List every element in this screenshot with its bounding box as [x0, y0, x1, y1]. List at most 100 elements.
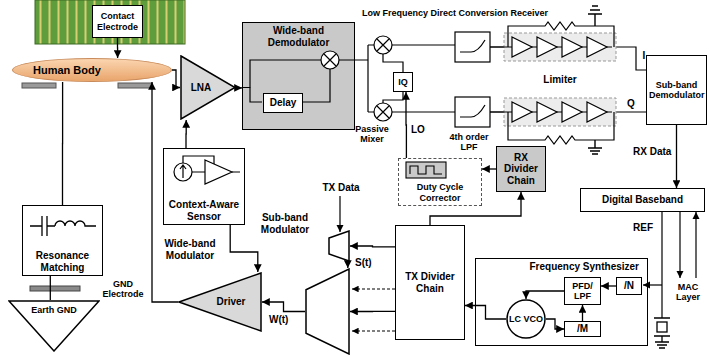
divider-m-box: /M: [564, 321, 601, 337]
signal-label: I: [639, 50, 649, 62]
pfd-box: PFD/ LPF: [564, 277, 601, 305]
node-text: Contact Electrode: [95, 11, 140, 32]
resonance-symbol: [30, 216, 96, 236]
edge-label: S(t): [354, 257, 373, 269]
baseband-box: Digital Baseband: [580, 188, 705, 212]
divider-box: TX Divider Chain: [395, 225, 465, 340]
signal-label: Limiter: [535, 74, 585, 86]
demodulator-block: Wide-band DemodulatorDelay: [242, 22, 355, 130]
node-text: PFD/ LPF: [567, 281, 598, 302]
modulator-mux-outline: [328, 230, 350, 262]
sensor-box: Context-Aware Sensor: [163, 148, 245, 225]
duty-cycle-symbol: [406, 162, 446, 178]
vco-circle: LC VCO: [506, 299, 546, 339]
earth-ground-shape: [9, 301, 99, 351]
edge-label: LO: [410, 124, 426, 136]
signal-connector: [62, 82, 63, 205]
signal-connector: [482, 168, 496, 169]
vco-circle-shape: [507, 300, 545, 338]
node-text: Sub-band Demodulator: [649, 80, 704, 101]
body-electrodes: [22, 83, 152, 88]
node-text: RX Divider Chain: [499, 152, 543, 187]
signal-connector: [185, 120, 186, 148]
crystal-symbol: [654, 318, 670, 348]
driver-amplifier-shape: [179, 273, 261, 331]
lna-amplifier: LNA: [180, 55, 236, 120]
signal-connector: [347, 262, 348, 268]
node-text: Sub-band Modulator: [246, 212, 324, 235]
divider-n-box: /N: [616, 277, 642, 295]
node-text: /M: [567, 323, 598, 335]
lna-amplifier-shape: [181, 56, 235, 119]
signal-label: MAC Layer: [668, 282, 708, 303]
earth-ground: Earth GND: [8, 300, 100, 352]
synthesizer-block: Frequency Synthesizer LC VCO PFD/ LPF/N/M: [475, 258, 648, 346]
signal-connector: [152, 82, 178, 302]
signal-connector: [546, 319, 564, 329]
node-text: Digital Baseband: [583, 194, 702, 206]
signal-connector: [465, 306, 506, 320]
modulator-mux-shape: [306, 269, 349, 354]
divider-outputs: [352, 289, 395, 331]
modulator-mux: Sub-band Modulator: [328, 230, 350, 262]
electrode-label-box: Contact Electrode: [92, 5, 143, 38]
divider-box: RX Divider Chain: [496, 146, 546, 192]
driver-amplifier: Driver: [178, 272, 262, 332]
node-text: Frequency Synthesizer: [478, 261, 645, 273]
mixer-symbol: [321, 36, 392, 121]
modulator-mux: Wide-band Modulator: [305, 268, 350, 355]
modulator-mux-outline: [305, 268, 350, 355]
ground-symbol: [588, 6, 602, 154]
human-body-band: Human Body: [12, 58, 172, 82]
node-text: IQ: [396, 77, 410, 87]
node-text: Wide-band Modulator: [155, 238, 225, 261]
node-text: Delay: [266, 97, 300, 109]
pcb-electrode: [35, 0, 185, 44]
signal-label: Low Frequency Direct Conversion Receiver: [362, 8, 552, 18]
gnd-electrode-plate: [30, 286, 80, 291]
matching-box: Resonance Matching: [22, 205, 103, 276]
edge-label: RX Data: [632, 146, 672, 158]
node-text: Resonance Matching: [25, 250, 100, 273]
limiter-chain: [490, 33, 616, 126]
signal-label: GND Electrode: [100, 279, 146, 300]
node-text: TX Divider Chain: [398, 271, 462, 294]
signal-label: TX Data: [318, 182, 364, 194]
node-text: LNA: [182, 82, 220, 94]
sensor-symbol: [174, 156, 240, 184]
signal-label: Passive Mixer: [348, 124, 396, 145]
signal-label: Q: [626, 98, 636, 110]
node-text: Duty Cycle Corrector: [401, 182, 479, 203]
node-text: /N: [619, 280, 639, 292]
signal-connector: [350, 245, 395, 247]
signal-connector: [405, 92, 407, 158]
node-text: Context-Aware Sensor: [166, 199, 242, 222]
signal-connector: [262, 302, 305, 312]
signal-label: 4th order LPF: [444, 132, 494, 153]
feedback-resistor: [508, 22, 614, 144]
demodulator-box: Sub-band Demodulator: [646, 55, 707, 125]
signal-connector: [526, 291, 564, 299]
signal-connector: [350, 311, 395, 313]
delay-box: Delay: [263, 93, 303, 113]
signal-connector: [601, 285, 616, 286]
signal-label: REF: [628, 222, 658, 234]
signal-connector: [230, 225, 258, 272]
signal-connector: [117, 38, 118, 58]
signal-connector: [582, 305, 583, 321]
lpf-symbol: [455, 32, 490, 127]
node-text: Driver: [202, 296, 260, 308]
modulator-mux-shape: [329, 231, 349, 261]
demodulator-fill: [242, 22, 355, 130]
edge-label: W(t): [268, 314, 289, 326]
signal-connector: [172, 70, 180, 88]
node-text: Wide-band Demodulator: [245, 25, 352, 48]
node-text: Earth GND: [10, 305, 98, 315]
iq-box: IQ: [393, 72, 413, 92]
tx-data-arrow: [339, 196, 340, 232]
node-text: LC VCO: [508, 314, 544, 324]
node-text: Human Body: [33, 64, 169, 77]
